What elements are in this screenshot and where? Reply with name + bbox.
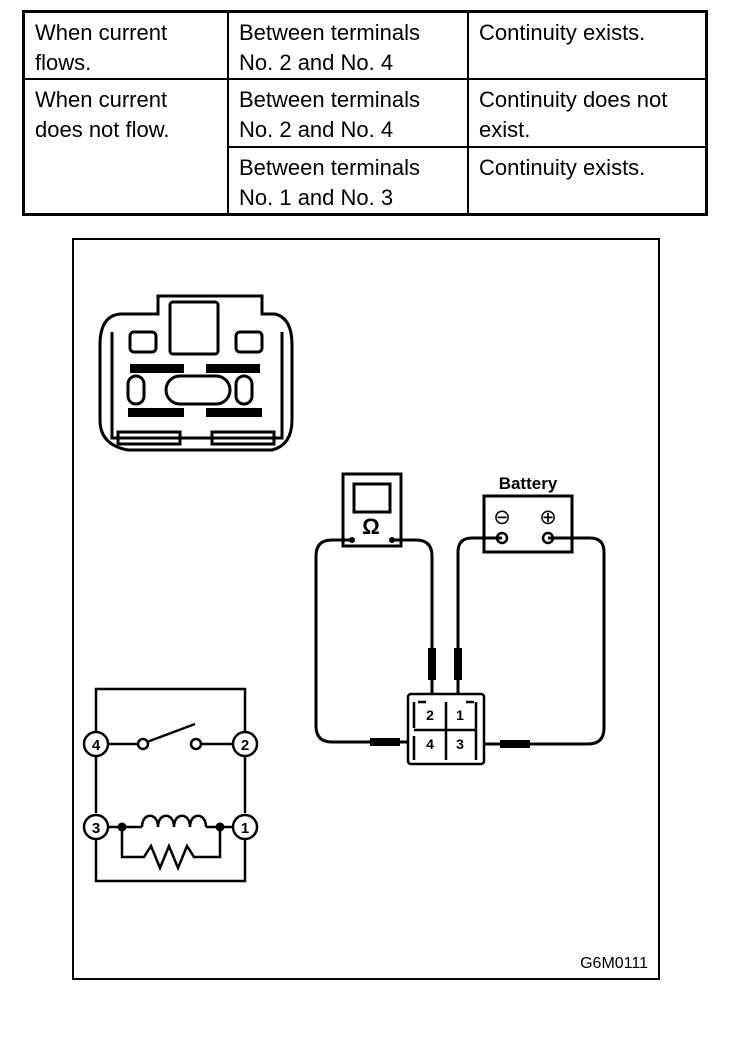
schematic-terminal-label: 4 bbox=[92, 737, 101, 754]
battery-negative-terminal: ⊖ bbox=[493, 506, 511, 529]
relay-inspection-figure bbox=[72, 238, 660, 980]
connector-pin-label: 1 bbox=[456, 707, 464, 723]
connector-pin-label: 3 bbox=[456, 736, 464, 752]
table-row: When current does not flow. Between term… bbox=[22, 78, 708, 216]
figure-code: G6M0111 bbox=[580, 955, 648, 972]
continuity-table: When current flows. Between terminals No… bbox=[22, 10, 708, 216]
connector-pin-label: 4 bbox=[426, 736, 434, 752]
terminals-cell: Between terminals No. 2 and No. 4 bbox=[227, 10, 469, 81]
relay-schematic bbox=[94, 687, 247, 883]
condition-cell: When current does not flow. bbox=[22, 78, 229, 216]
schematic-terminal-circles bbox=[82, 730, 259, 841]
table-row: When current flows. Between terminals No… bbox=[22, 10, 708, 81]
ohm-symbol: Ω bbox=[362, 514, 380, 539]
lead-probe-tips bbox=[370, 648, 530, 748]
connector-pin-label: 2 bbox=[426, 707, 434, 723]
ohmmeter bbox=[341, 472, 403, 548]
relay-test-connector bbox=[406, 692, 486, 766]
result-cell: Continuity exists. bbox=[467, 10, 708, 81]
junction-dot bbox=[117, 822, 127, 832]
battery-positive-terminal: ⊕ bbox=[539, 506, 557, 529]
terminals-cell: Between terminals No. 1 and No. 3 bbox=[227, 145, 469, 216]
terminals-cell: Between terminals No. 2 and No. 4 bbox=[227, 78, 469, 148]
result-cell: Continuity exists. bbox=[467, 145, 708, 216]
battery-label: Battery bbox=[499, 474, 558, 493]
schematic-terminal-label: 2 bbox=[241, 737, 249, 754]
schematic-terminal-label: 3 bbox=[92, 820, 100, 837]
junction-dot bbox=[215, 822, 225, 832]
relay-connector-face bbox=[98, 294, 294, 452]
schematic-terminal-label: 1 bbox=[241, 820, 249, 837]
test-leads bbox=[314, 536, 606, 746]
result-cell: Continuity does not exist. bbox=[467, 78, 708, 148]
condition-cell: When current flows. bbox=[22, 10, 229, 81]
table-row: Between terminals No. 1 and No. 3 Contin… bbox=[24, 145, 708, 216]
connector-terminal-blades bbox=[128, 364, 262, 417]
